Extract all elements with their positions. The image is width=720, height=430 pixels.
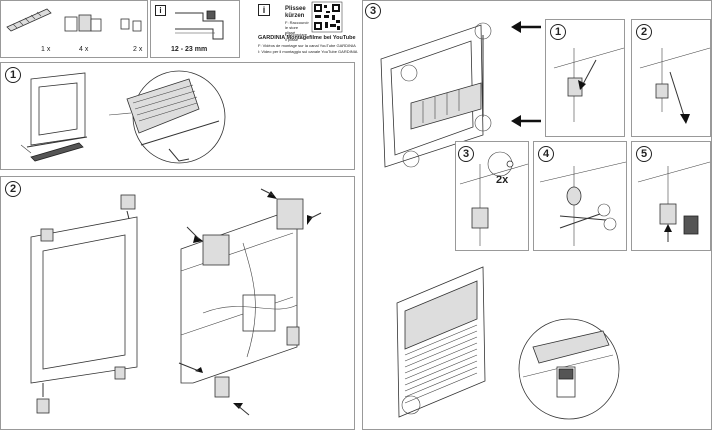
substep-4-cut-cord [539,161,627,246]
step-3-detail-magnifier [518,318,620,420]
substep-3-knot [459,151,529,246]
shorten-label-fr: F: Raccourcir le store plissé [285,20,309,35]
step-3-window [380,22,492,168]
arrow-left-bottom [511,115,541,127]
step-1-panel: 1 [0,62,355,170]
substep-3-number: 3 [458,146,474,162]
substep-2-panel: 2 [631,19,711,137]
info-icon: i [258,4,270,16]
substep-5-attach-cap [637,161,711,242]
substep-2-number: 2 [636,24,652,40]
info-icon: i [155,5,166,16]
step-3-finished-blind [396,266,486,418]
clip-illustration [120,18,142,32]
measure-label: 12 - 23 mm [171,46,208,53]
substep-2-pull-down [639,47,711,124]
info-panel: i 12 - 23 mm [150,0,240,58]
substep-4-number: 4 [538,146,554,162]
step-1-number: 1 [5,67,21,83]
qty-clips: 2 x [133,46,143,53]
video-line-it: I: Video per il montaggio sul canale You… [258,49,358,54]
step-3-number: 3 [365,3,381,19]
step-2-window-frame [30,194,138,414]
window-frame-profile [175,10,224,40]
step-3-panel: 3 1 2 3 [362,0,712,430]
brand-video-line: GARDINIA Montagefilme bei YouTube [258,35,356,41]
substep-4-panel: 4 [533,141,627,251]
video-line-fr: F: Vidéos de montage sur la canal YouTub… [258,43,356,48]
substep-1-cord-cap [553,47,625,122]
qr-code[interactable] [311,1,343,33]
substep-3-panel: 3 2x [455,141,529,251]
step-1-magnifier [108,70,226,164]
shorten-label-de: Plissee kürzen [285,6,306,19]
step-2-panel: 2 [0,176,355,430]
step-1-window [20,72,88,162]
parts-panel: 1 x 4 x 2 x [0,0,148,58]
substep-1-panel: 1 [545,19,625,137]
substep-5-number: 5 [636,146,652,162]
step-2-number: 2 [5,181,21,197]
qty-brackets: 4 x [79,46,89,53]
qr-block: i Plissee kürzen F: Raccourcir le store … [258,1,357,58]
arrow-left-top [511,21,541,33]
blind-illustration [6,8,52,32]
bracket-illustration [64,14,102,32]
qty-blind: 1 x [41,46,51,53]
shorten-label-it: I: Accorciare il plissé [285,32,308,42]
substep-1-number: 1 [550,24,566,40]
substep-5-panel: 5 [631,141,711,251]
step-2-blind-mounting [178,188,322,416]
times-two-label: 2x [496,174,509,186]
